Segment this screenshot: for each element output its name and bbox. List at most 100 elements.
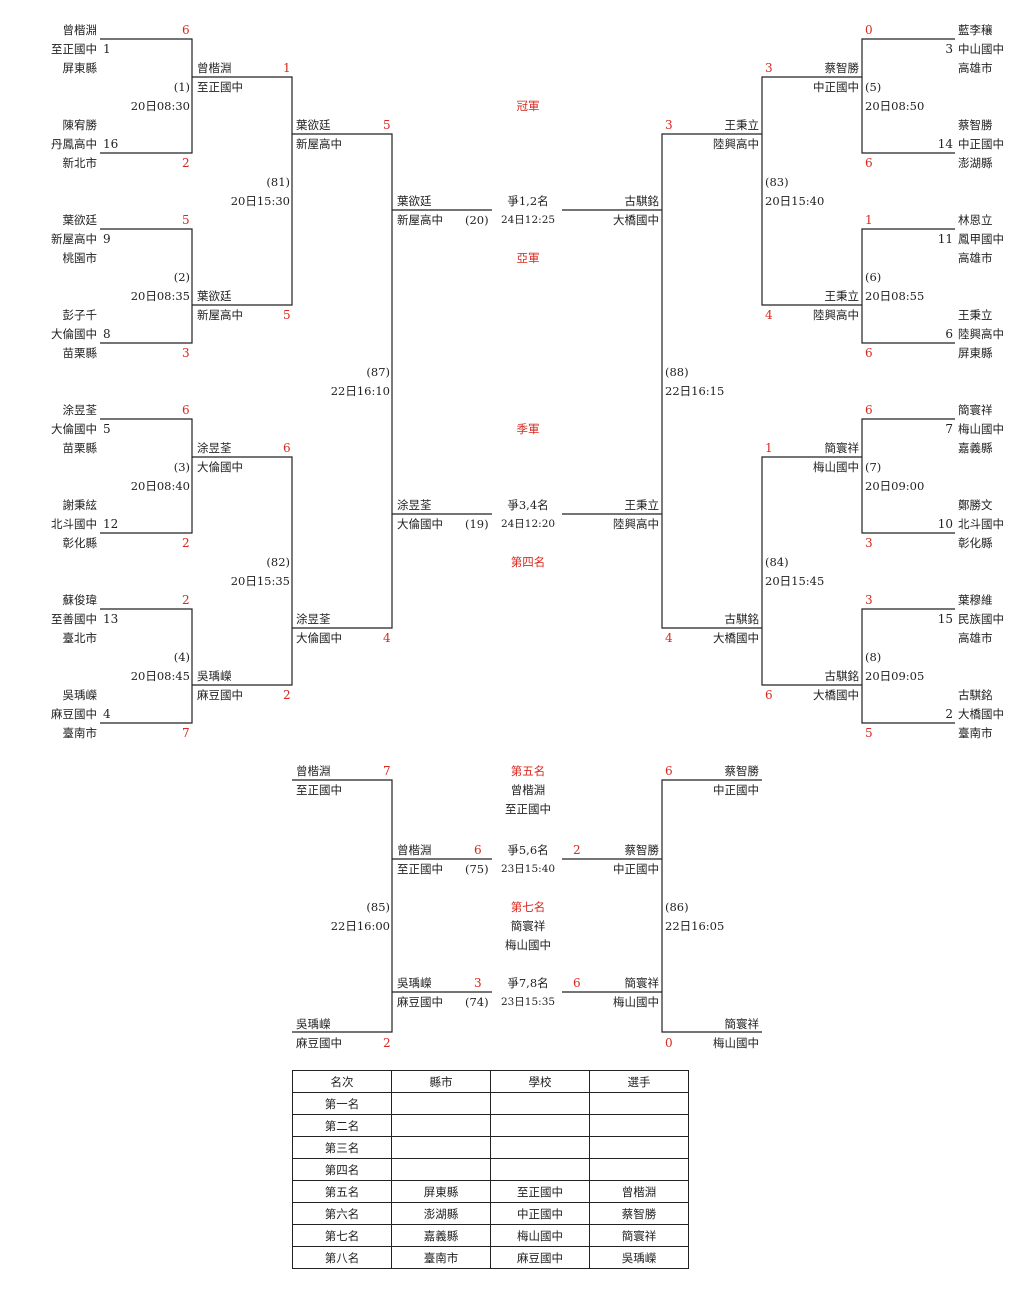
table-row: 第五名 屏東縣 至正國中 曾楷淵 xyxy=(292,1180,689,1203)
player-school: 大倫國中 xyxy=(51,422,97,436)
table-row: 第六名 澎湖縣 中正國中 蔡智勝 xyxy=(292,1202,689,1225)
player-seed: 2 xyxy=(945,707,953,721)
table-cell xyxy=(490,1092,590,1115)
score: 2 xyxy=(182,536,190,550)
player-school: 至善國中 xyxy=(51,612,97,626)
runner-up-title: 亞軍 xyxy=(516,251,540,265)
winner-name: 蔡智勝 xyxy=(824,61,860,75)
match-number: (87) xyxy=(366,365,390,379)
match-number: (82) xyxy=(266,555,290,569)
winner-school: 至正國中 xyxy=(197,80,243,94)
winner-name: 吳瑀嶸 xyxy=(197,669,232,683)
seventh-winner-school: 梅山國中 xyxy=(505,938,551,952)
champion-title: 冠軍 xyxy=(516,99,540,113)
match-time: 20日08:50 xyxy=(865,99,925,113)
score: 3 xyxy=(474,976,482,990)
table-header: 學校 xyxy=(490,1070,590,1093)
bracket-m86 xyxy=(661,779,762,1033)
score: 6 xyxy=(665,764,673,778)
player-seed: 11 xyxy=(937,232,953,246)
match-number: (8) xyxy=(865,650,882,664)
winner-school: 陸興高中 xyxy=(713,137,759,151)
winner-school: 新屋高中 xyxy=(296,137,342,151)
table-cell: 第二名 xyxy=(292,1114,392,1137)
player-school: 民族國中 xyxy=(958,612,1004,626)
bracket-m8 xyxy=(861,608,955,724)
bracket-m83 xyxy=(761,76,862,306)
match-number: (20) xyxy=(465,213,489,227)
table-cell xyxy=(589,1092,689,1115)
match-time: 20日08:45 xyxy=(130,669,190,683)
winner-school: 大橋國中 xyxy=(713,631,759,645)
player-seed: 10 xyxy=(937,517,953,531)
score: 6 xyxy=(865,346,873,360)
score: 5 xyxy=(383,118,391,132)
match-time: 22日16:00 xyxy=(330,919,390,933)
score: 3 xyxy=(865,593,873,607)
bracket-m82 xyxy=(192,456,293,686)
score: 3 xyxy=(182,346,190,360)
seventh-winner-name: 簡寰祥 xyxy=(510,919,546,933)
player-school: 中正國中 xyxy=(713,783,759,797)
score: 7 xyxy=(383,764,391,778)
table-cell xyxy=(490,1158,590,1181)
score: 3 xyxy=(865,536,873,550)
score: 6 xyxy=(182,403,190,417)
player-school: 梅山國中 xyxy=(713,1036,759,1050)
match-number: (85) xyxy=(366,900,390,914)
seventh-title: 第七名 xyxy=(510,900,546,914)
table-cell: 嘉義縣 xyxy=(391,1224,491,1247)
player-school: 大倫國中 xyxy=(51,327,97,341)
table-row: 第四名 xyxy=(292,1158,689,1181)
bracket-m85 xyxy=(292,779,393,1033)
score: 6 xyxy=(573,976,581,990)
winner-name: 涂昱荃 xyxy=(296,612,331,626)
table-cell: 梅山國中 xyxy=(490,1224,590,1247)
winner-school: 新屋高中 xyxy=(197,308,243,322)
winner-name: 王秉立 xyxy=(724,118,760,132)
table-cell xyxy=(391,1136,491,1159)
score: 2 xyxy=(182,593,190,607)
player-city: 屏東縣 xyxy=(62,61,98,75)
player-school: 中正國中 xyxy=(958,137,1004,151)
table-row: 第八名 臺南市 麻豆國中 吳瑀嶸 xyxy=(292,1246,689,1269)
match-number: (4) xyxy=(173,650,190,664)
table-row: 第一名 xyxy=(292,1092,689,1115)
match-number: (86) xyxy=(665,900,689,914)
score: 1 xyxy=(765,441,773,455)
player-name: 藍李穰 xyxy=(958,23,993,37)
match-time: 20日15:40 xyxy=(765,194,825,208)
match-time: 20日15:30 xyxy=(230,194,290,208)
table-cell xyxy=(589,1158,689,1181)
table-cell xyxy=(391,1158,491,1181)
winner-school: 陸興高中 xyxy=(813,308,859,322)
player-name: 林恩立 xyxy=(958,213,993,227)
table-cell: 至正國中 xyxy=(490,1180,590,1203)
player-school: 至正國中 xyxy=(51,42,97,56)
player-name: 簡寰祥 xyxy=(958,403,993,417)
fourth-title: 第四名 xyxy=(510,555,546,569)
player-school: 北斗國中 xyxy=(958,517,1004,531)
score: 4 xyxy=(665,631,673,645)
table-cell xyxy=(391,1114,491,1137)
table-header: 縣市 xyxy=(391,1070,491,1093)
match-time: 20日08:40 xyxy=(130,479,190,493)
bracket-m4 xyxy=(100,608,193,724)
match-number: (1) xyxy=(173,80,190,94)
score: 0 xyxy=(665,1036,673,1050)
table-cell xyxy=(589,1136,689,1159)
player-name: 吳瑀嶸 xyxy=(62,688,98,702)
finalist-name: 涂昱荃 xyxy=(397,498,432,512)
table-cell xyxy=(490,1136,590,1159)
finalist-school: 中正國中 xyxy=(613,862,659,876)
player-city: 苗栗縣 xyxy=(62,346,98,360)
player-name: 曾楷淵 xyxy=(296,764,331,778)
table-cell: 澎湖縣 xyxy=(391,1202,491,1225)
player-city: 彰化縣 xyxy=(62,536,98,550)
table-cell xyxy=(589,1114,689,1137)
bracket-m87 xyxy=(292,133,393,629)
table-cell: 第七名 xyxy=(292,1224,392,1247)
bracket-m2 xyxy=(100,228,193,344)
winner-name: 古騏銘 xyxy=(724,612,760,626)
